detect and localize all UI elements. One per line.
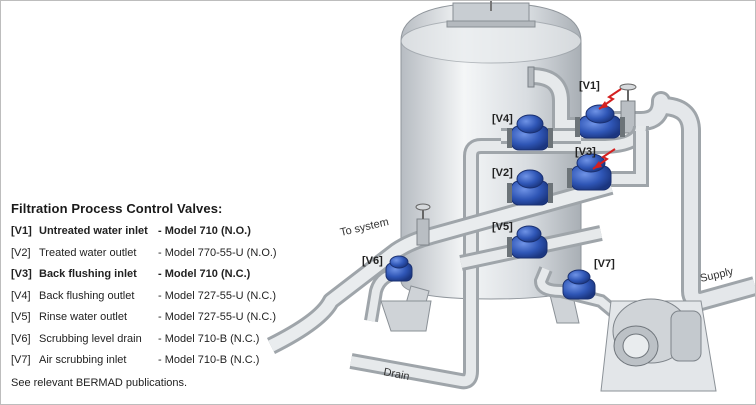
- legend-row-v3: [V3] Back flushing inlet - Model 710 (N.…: [11, 268, 311, 290]
- legend-row-v2: [V2] Treated water outlet - Model 770-55…: [11, 247, 311, 269]
- legend-row-v4: [V4] Back flushing outlet - Model 727-55…: [11, 290, 311, 312]
- legend-name: Back flushing inlet: [39, 268, 137, 280]
- to-system-pipe: [266, 177, 614, 355]
- flow-arrow-v3: [592, 148, 616, 170]
- valve-v4[interactable]: [507, 114, 553, 151]
- label-to-system: To system: [339, 216, 390, 239]
- label-supply: Supply: [699, 266, 735, 285]
- valve-v7[interactable]: [562, 269, 596, 300]
- legend-tag: [V7]: [11, 354, 31, 366]
- legend-model: - Model 770-55-U (N.O.): [158, 246, 277, 259]
- blower-icon: [600, 298, 717, 392]
- legend-tag: [V1]: [11, 225, 32, 237]
- legend-tag: [V6]: [11, 332, 31, 345]
- label-v5: [V5]: [492, 221, 513, 233]
- legend-row-v5: [V5] Rinse water outlet - Model 727-55-U…: [11, 311, 311, 333]
- legend-model: - Model 710 (N.C.): [158, 268, 251, 280]
- label-v1: [V1]: [579, 80, 600, 92]
- valve-v1[interactable]: [575, 104, 625, 139]
- label-v3: [V3]: [575, 146, 596, 158]
- legend-tag: [V4]: [11, 289, 31, 302]
- legend-tag: [V5]: [11, 311, 31, 323]
- legend-row-v1: [V1] Untreated water inlet - Model 710 (…: [11, 225, 311, 247]
- legend-model: - Model 727-55-U (N.C.): [158, 289, 276, 302]
- legend-row-v6: [V6] Scrubbing level drain - Model 710-B…: [11, 333, 311, 355]
- legend-model: - Model 727-55-U (N.C.): [158, 311, 276, 323]
- legend-model: - Model 710-B (N.C.): [158, 332, 260, 345]
- legend-name: Scrubbing level drain: [39, 332, 142, 345]
- header-pipe-top: [527, 66, 611, 135]
- legend-panel: Filtration Process Control Valves: [V1] …: [11, 201, 311, 376]
- supply-pipe: [601, 83, 755, 311]
- valve-v5[interactable]: [507, 225, 548, 259]
- legend-name: Back flushing outlet: [39, 289, 135, 302]
- valve-v2[interactable]: [507, 169, 553, 206]
- drain-pipe: [349, 331, 479, 390]
- legend-tag: [V3]: [11, 268, 32, 280]
- legend-row-v7: [V7] Air scrubbing inlet - Model 710-B (…: [11, 354, 311, 376]
- legend-title: Filtration Process Control Valves:: [11, 201, 223, 216]
- label-v4: [V4]: [492, 113, 513, 125]
- label-v2: [V2]: [492, 167, 513, 179]
- legend-name: Untreated water inlet: [39, 225, 148, 237]
- label-v7: [V7]: [594, 258, 615, 270]
- legend-name: Rinse water outlet: [39, 311, 128, 323]
- legend-name: Air scrubbing inlet: [39, 354, 127, 366]
- label-v6: [V6]: [362, 255, 383, 267]
- legend-tag: [V2]: [11, 246, 31, 259]
- air-scrubbing-pipe: [533, 266, 636, 332]
- legend-model: - Model 710 (N.O.): [158, 225, 251, 237]
- label-drain: Drain: [382, 366, 410, 383]
- legend-name: Treated water outlet: [39, 246, 137, 259]
- flow-arrow-v1: [598, 88, 622, 110]
- publications-note: See relevant BERMAD publications.: [11, 377, 188, 389]
- legend-model: - Model 710-B (N.C.): [158, 354, 260, 366]
- valve-v6[interactable]: [385, 255, 413, 282]
